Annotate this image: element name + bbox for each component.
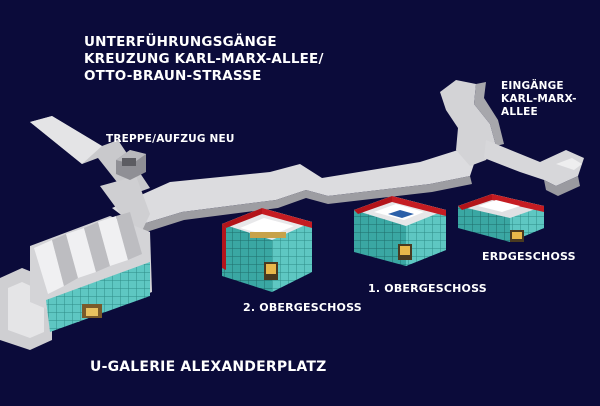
galerie-roof bbox=[34, 212, 142, 294]
label-u-galerie: U-GALERIE ALEXANDERPLATZ bbox=[90, 359, 327, 375]
label-obergeschoss-2: 2. OBERGESCHOSS bbox=[243, 301, 362, 314]
obergeschoss-1-model bbox=[354, 196, 446, 266]
title-line-1: UNTERFÜHRUNGSGÄNGE bbox=[84, 34, 277, 50]
label-eingaenge-line-2: KARL-MARX- bbox=[501, 93, 577, 105]
label-eingaenge-line-1: EINGÄNGE bbox=[501, 80, 564, 92]
label-eingaenge: EINGÄNGE KARL-MARX- ALLEE bbox=[501, 80, 577, 119]
obergeschoss-2-model bbox=[222, 208, 312, 292]
label-eingaenge-line-3: ALLEE bbox=[501, 106, 538, 118]
stair-elevator-tower bbox=[116, 150, 146, 180]
diagram-title: UNTERFÜHRUNGSGÄNGE KREUZUNG KARL-MARX-AL… bbox=[84, 34, 324, 85]
label-obergeschoss-1: 1. OBERGESCHOSS bbox=[368, 282, 487, 295]
label-treppe-aufzug: TREPPE/AUFZUG NEU bbox=[106, 133, 235, 145]
title-line-2: KREUZUNG KARL-MARX-ALLEE/ bbox=[84, 51, 324, 67]
erdgeschoss-model bbox=[458, 194, 544, 242]
title-line-3: OTTO-BRAUN-STRASSE bbox=[84, 68, 262, 84]
galerie-building bbox=[0, 212, 152, 350]
label-erdgeschoss: ERDGESCHOSS bbox=[482, 250, 576, 263]
